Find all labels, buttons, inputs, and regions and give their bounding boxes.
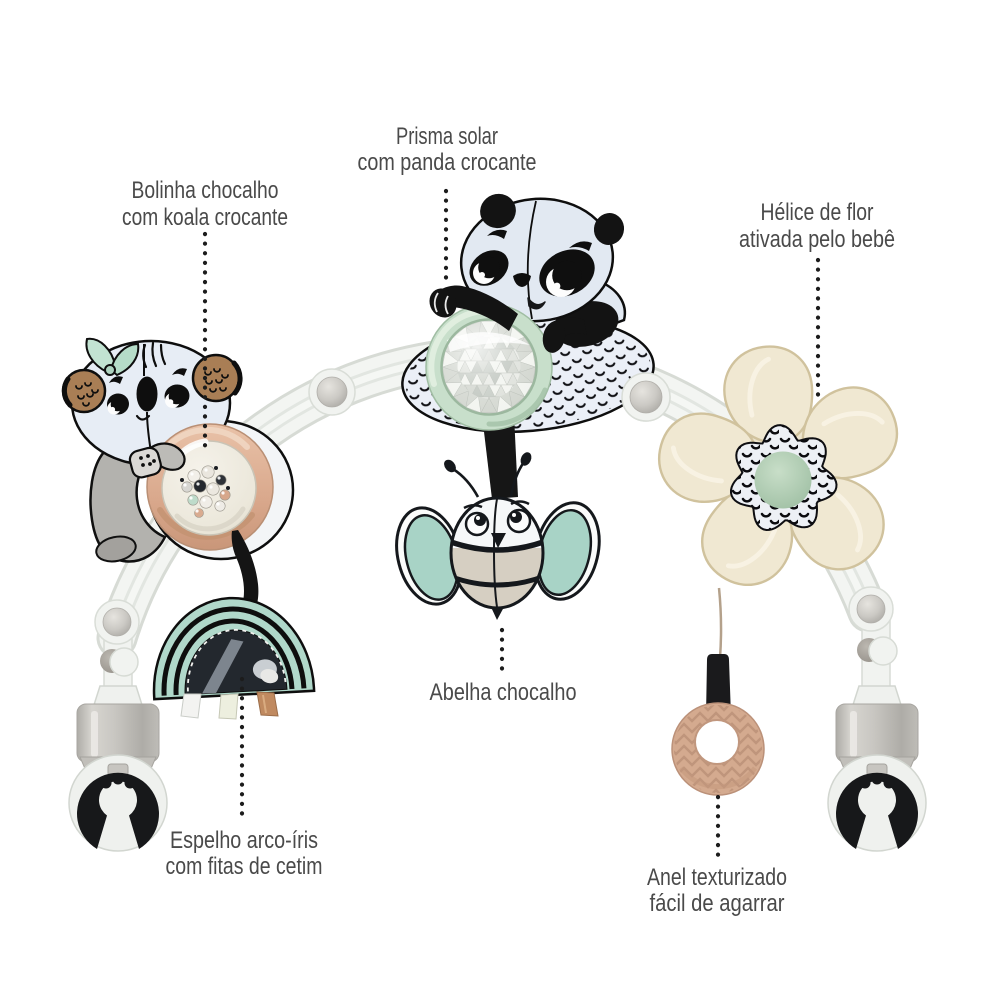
svg-text:com panda crocante: com panda crocante — [358, 149, 537, 176]
svg-text:Prisma solar: Prisma solar — [396, 123, 498, 150]
svg-text:com koala crocante: com koala crocante — [122, 204, 288, 231]
svg-text:Abelha chocalho: Abelha chocalho — [430, 679, 577, 706]
svg-text:Anel texturizado: Anel texturizado — [647, 864, 787, 891]
svg-text:Hélice de flor: Hélice de flor — [761, 199, 874, 226]
svg-text:Espelho arco-íris: Espelho arco-íris — [170, 827, 318, 854]
svg-text:com fitas de cetim: com fitas de cetim — [166, 853, 323, 880]
svg-text:ativada pelo bebê: ativada pelo bebê — [739, 226, 895, 253]
svg-text:Bolinha chocalho: Bolinha chocalho — [132, 177, 279, 204]
svg-text:fácil de agarrar: fácil de agarrar — [650, 890, 785, 917]
